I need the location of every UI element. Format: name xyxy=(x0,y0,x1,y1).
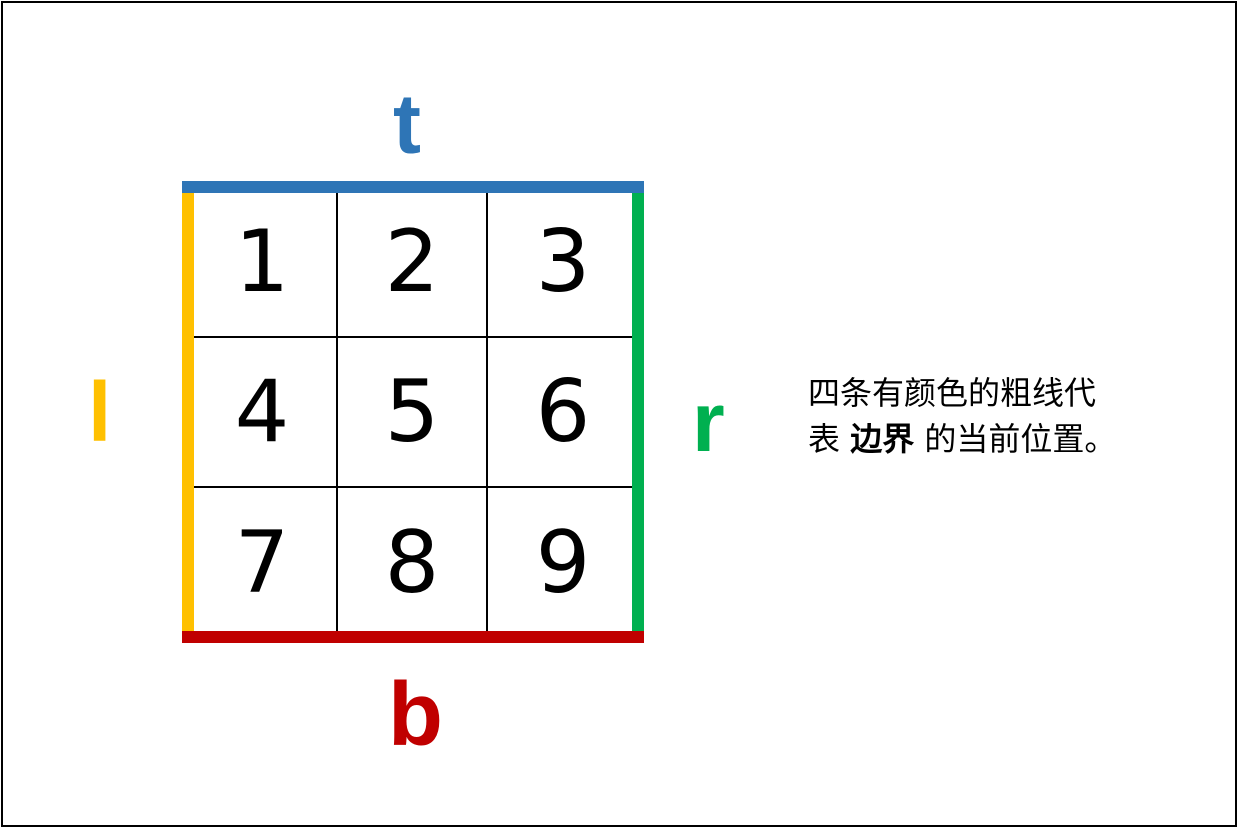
caption-line-2-prefix: 表 xyxy=(808,420,851,458)
matrix-grid: 1 2 3 4 5 6 7 8 9 xyxy=(188,188,638,638)
bottom-boundary-line xyxy=(182,631,644,643)
matrix-cell: 3 xyxy=(488,188,638,338)
matrix-cell: 6 xyxy=(488,338,638,488)
left-boundary-label: l xyxy=(88,365,112,459)
top-boundary-line xyxy=(182,181,644,193)
matrix-cell: 9 xyxy=(535,513,591,613)
right-boundary-label: r xyxy=(692,375,725,469)
caption-boundary-term: 边界 xyxy=(850,420,915,458)
matrix-cell: 1 xyxy=(188,188,338,338)
bottom-boundary-label: b xyxy=(388,665,443,765)
matrix-cell: 7 xyxy=(188,488,338,638)
right-boundary-line xyxy=(632,188,644,634)
caption-line-1: 四条有颜色的粗线代 xyxy=(808,374,1097,412)
left-boundary-line xyxy=(182,188,194,634)
caption-text: 四条有颜色的粗线代 表 边界 的当前位置。 xyxy=(808,370,1168,462)
matrix-cell: 8 xyxy=(338,488,488,638)
matrix-cell: 2 xyxy=(338,188,488,338)
caption-line-2-suffix: 的当前位置。 xyxy=(914,420,1117,458)
top-boundary-label: t xyxy=(393,77,421,171)
matrix-cell: 4 xyxy=(188,338,338,488)
matrix-cell: 5 xyxy=(338,338,488,488)
